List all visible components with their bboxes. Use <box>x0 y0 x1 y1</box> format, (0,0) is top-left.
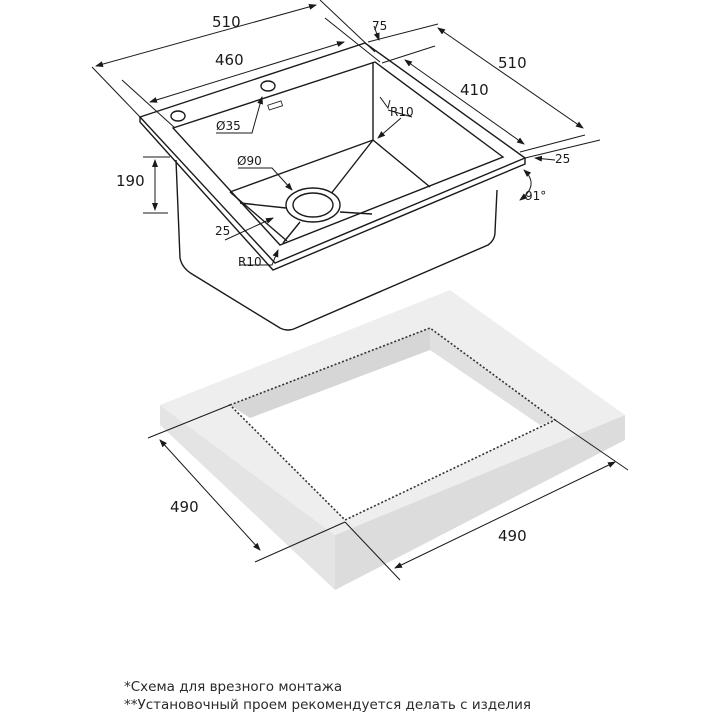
dim-bowl-width: 460 <box>215 51 244 69</box>
sink-rim-edge <box>139 117 526 271</box>
note-cutout-recommendation: **Установочный проем рекомендуется делат… <box>124 697 531 713</box>
dim-bowl-height: 190 <box>116 172 145 190</box>
dim-cutout-right: 490 <box>498 527 527 545</box>
dim-overall-width: 510 <box>212 13 241 31</box>
note-mounting-type: *Схема для врезного монтажа <box>124 679 343 695</box>
cutout-wall-back <box>230 328 430 418</box>
tap-hole-left <box>170 110 186 122</box>
dim-tap-hole: Ø35 <box>216 119 241 133</box>
dim-corner-radius-top: R10 <box>390 105 414 119</box>
drain-inner <box>292 192 334 218</box>
dim-bowl-depth: 410 <box>460 81 489 99</box>
countertop-top <box>160 290 625 535</box>
dim-drain: Ø90 <box>237 154 262 168</box>
cutout-wall-right <box>430 328 555 425</box>
dim-cutout-left: 490 <box>170 498 199 516</box>
footnotes: *Схема для врезного монтажа **Установочн… <box>124 678 531 714</box>
dim-rim-front: 25 <box>215 224 230 238</box>
dimension-labels: 510 460 75 510 410 25 91° R10 Ø35 Ø90 19… <box>116 13 570 269</box>
dim-side-angle: 91° <box>525 189 546 203</box>
countertop-dimension-lines <box>147 404 629 581</box>
dim-rim-right: 25 <box>555 152 570 166</box>
overflow-slot <box>267 100 284 111</box>
dimension-lines <box>91 0 601 266</box>
countertop-drawing <box>160 290 625 590</box>
dim-overall-depth: 510 <box>498 54 527 72</box>
dim-corner-radius-bottom: R10 <box>238 255 262 269</box>
dim-back-ledge: 75 <box>372 19 387 33</box>
countertop-front-right <box>335 415 625 590</box>
bowl-floor <box>229 62 431 244</box>
